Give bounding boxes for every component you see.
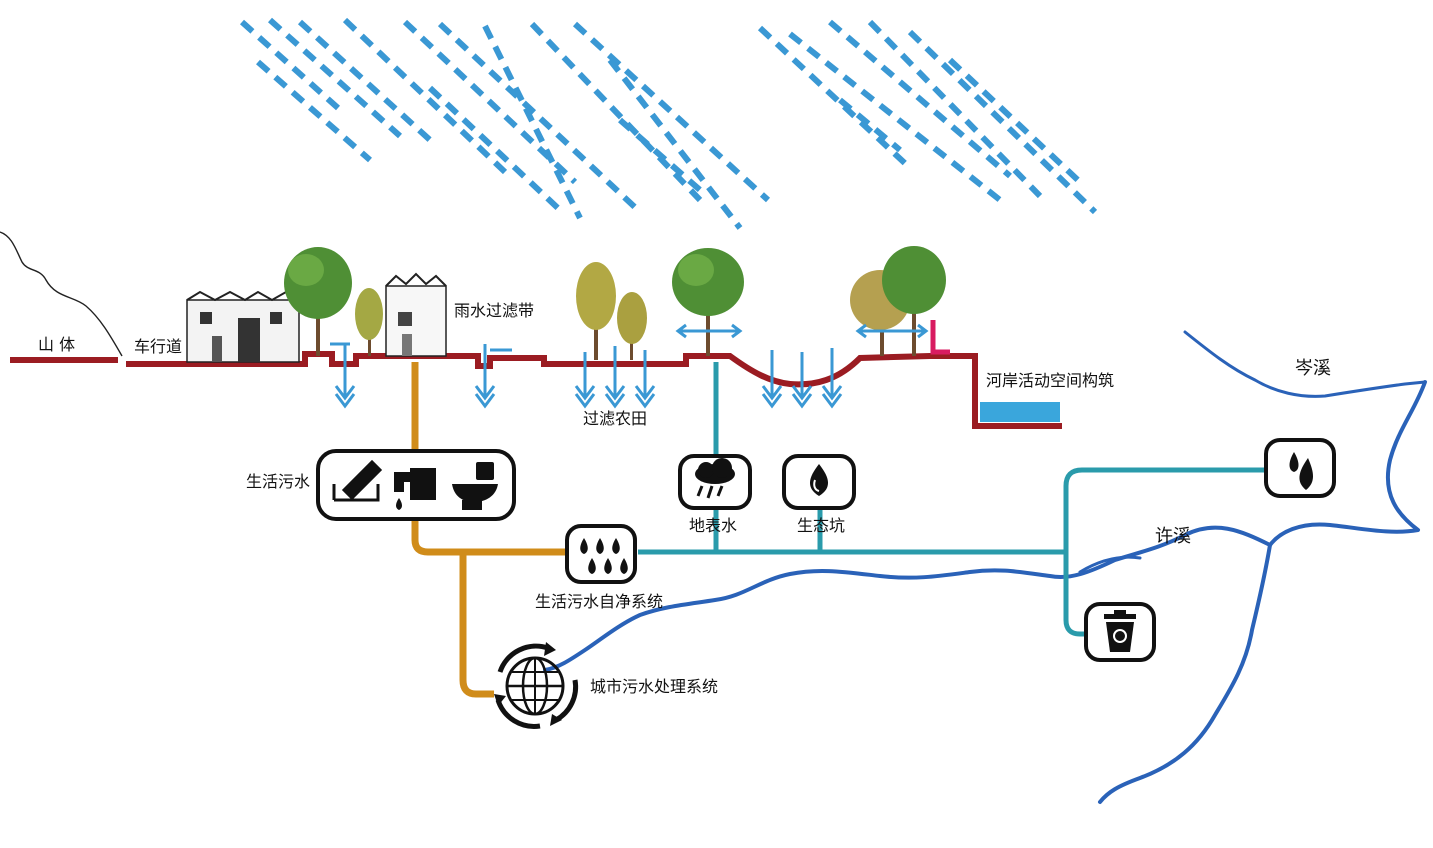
label-mountain: 山 体 <box>38 335 76 354</box>
rain-drops-icon <box>1289 452 1313 490</box>
building-icon <box>385 272 447 357</box>
trash-bin-icon <box>1104 610 1136 652</box>
ground-profile <box>10 351 1062 429</box>
tree-icon <box>284 247 352 356</box>
ecological-pit-box <box>782 454 856 510</box>
mountain-outline <box>0 231 123 357</box>
sewage-pipe <box>411 362 570 698</box>
rain-streaks <box>239 17 1098 230</box>
label-roadway: 车行道 <box>134 337 183 356</box>
label-ecological-pit: 生态坑 <box>797 516 846 535</box>
self-purification-box <box>565 524 637 584</box>
tree-icon <box>355 288 383 356</box>
river-cenxi <box>1183 330 1427 398</box>
rain-cloud-icon <box>695 458 735 499</box>
label-surface-water: 地表水 <box>689 516 738 535</box>
label-cenxi: 岑溪 <box>1295 358 1331 379</box>
surface-water-box <box>678 454 752 510</box>
faucet-icon <box>394 468 436 510</box>
river-main-right <box>1268 380 1427 547</box>
label-urban-treatment: 城市污水处理系统 <box>590 677 719 696</box>
river-xuxi <box>543 525 1272 672</box>
water-drop-icon <box>809 464 829 496</box>
river-system <box>543 330 1427 804</box>
river-lower-branch <box>1098 543 1272 804</box>
droplets-icon <box>580 538 628 574</box>
globe-recycle-icon <box>494 642 579 729</box>
infiltration-arrows <box>330 323 929 409</box>
rain-drops-box <box>1264 438 1336 498</box>
label-domestic-sewage: 生活污水 <box>246 472 311 491</box>
trash-box <box>1084 602 1156 662</box>
label-filter-farmland: 过滤农田 <box>583 409 648 428</box>
domestic-sewage-box <box>316 449 516 521</box>
toilet-icon <box>452 462 498 510</box>
tree-icon <box>672 248 744 356</box>
building-icon <box>186 290 300 363</box>
label-self-purification: 生活污水自净系统 <box>535 592 664 611</box>
label-riverside-structure: 河岸活动空间构筑 <box>986 371 1115 390</box>
label-xuxi: 许溪 <box>1155 526 1191 547</box>
label-rain-filter-strip: 雨水过滤带 <box>454 301 535 320</box>
riverside-water <box>980 402 1060 422</box>
tree-icon <box>576 262 647 360</box>
riverside-post <box>930 320 950 355</box>
paint-brush-icon <box>332 459 383 502</box>
